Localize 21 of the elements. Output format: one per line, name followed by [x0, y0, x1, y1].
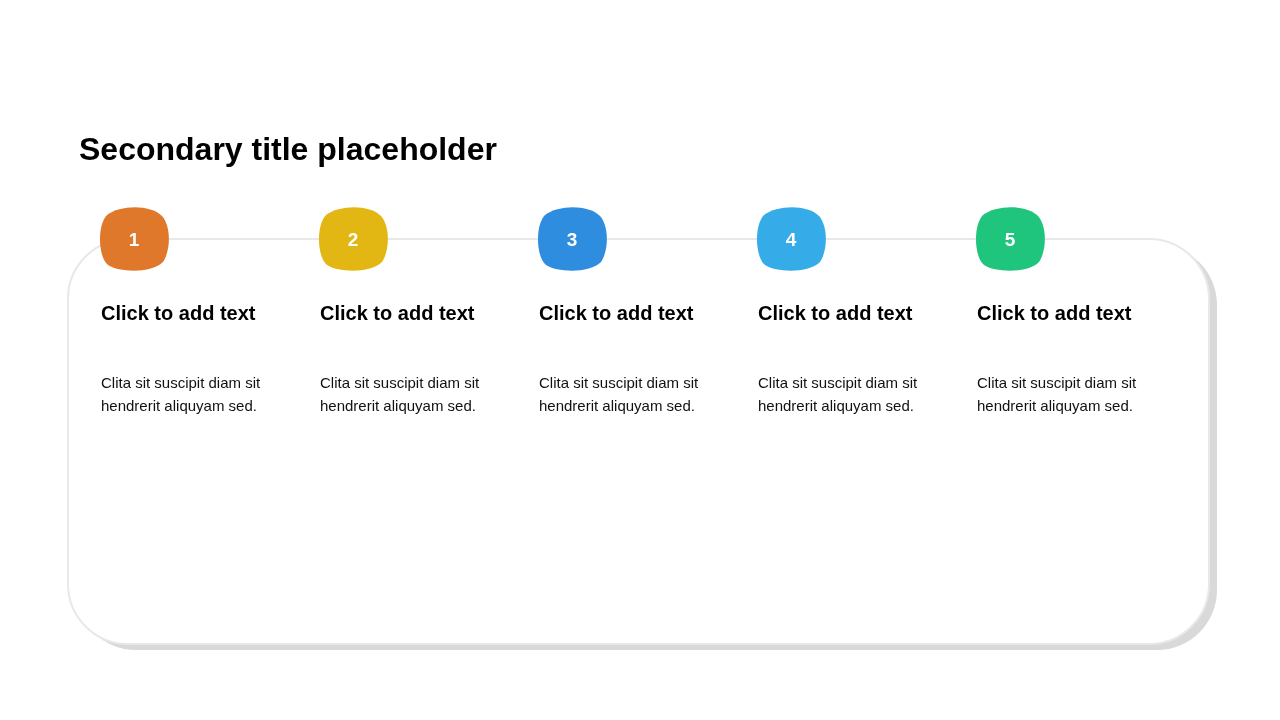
step-heading: Click to add text — [539, 301, 694, 325]
step-badge — [755, 206, 827, 272]
step-description: Clita sit suscipit diam sit hendrerit aliquyam sed. — [101, 373, 262, 416]
step-heading: Click to add text — [977, 301, 1132, 325]
step-badge — [98, 206, 170, 272]
step-heading: Click to add text — [320, 301, 475, 325]
step-description: Clita sit suscipit diam sit hendrerit aliquyam sed. — [758, 373, 919, 416]
step-description: Clita sit suscipit diam sit hendrerit aliquyam sed. — [539, 373, 700, 416]
step-description: Clita sit suscipit diam sit hendrerit aliquyam sed. — [320, 373, 481, 416]
step-number: 3 — [565, 229, 579, 249]
slide-title: Secondary title placeholder — [79, 131, 497, 168]
step-number: 4 — [784, 229, 798, 249]
step-number: 5 — [1003, 229, 1017, 249]
step-badge — [317, 206, 389, 272]
step-heading: Click to add text — [758, 301, 913, 325]
step-number: 1 — [127, 229, 141, 249]
step-badge — [974, 206, 1046, 272]
step-number: 2 — [346, 229, 360, 249]
step-badge — [536, 206, 608, 272]
step-description: Clita sit suscipit diam sit hendrerit aliquyam sed. — [977, 373, 1138, 416]
step-heading: Click to add text — [101, 301, 256, 325]
